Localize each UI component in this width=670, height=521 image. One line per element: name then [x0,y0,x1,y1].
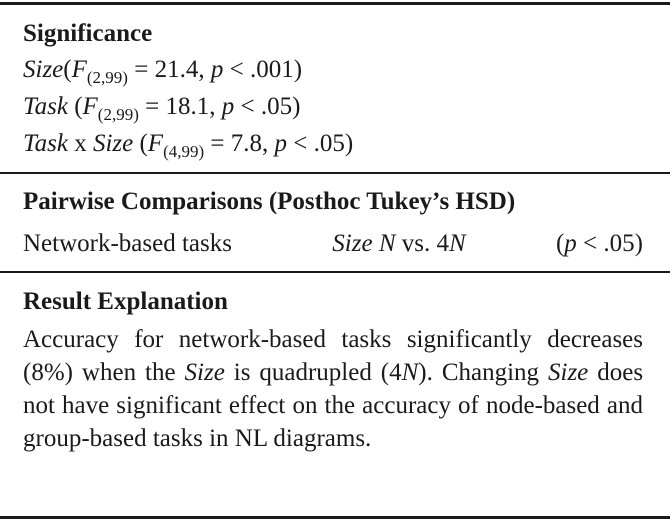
pairwise-section: Pairwise Comparisons (Posthoc Tukey’s HS… [23,185,643,261]
pairwise-p-value: (p < .05) [555,230,643,257]
pairwise-row: Network-based tasks Size N vs. 4N (p < .… [23,227,643,261]
significance-line-interaction: Task x Size (F(4,99) = 7.8, p < .05) [23,130,354,161]
significance-heading: Significance [23,20,153,47]
divider-1 [0,172,670,174]
result-text: Accuracy for network-based tasks signifi… [23,326,644,452]
pairwise-task: Network-based tasks [23,230,232,257]
significance-line-task: Task (F(2,99) = 18.1, p < .05) [23,93,301,124]
pairwise-heading: Pairwise Comparisons (Posthoc Tukey’s HS… [23,188,516,215]
result-section: Result Explanation Accuracy for network-… [23,285,643,455]
divider-2 [0,271,670,273]
pairwise-comparison: Size N vs. 4N [332,230,466,257]
significance-line-size: Size(F(2,99) = 21.4, p < .001) [23,56,303,87]
result-heading: Result Explanation [23,288,228,315]
significance-section: Significance Size(F(2,99) = 21.4, p < .0… [23,17,643,162]
top-rule [0,2,670,5]
bottom-rule [0,516,670,519]
